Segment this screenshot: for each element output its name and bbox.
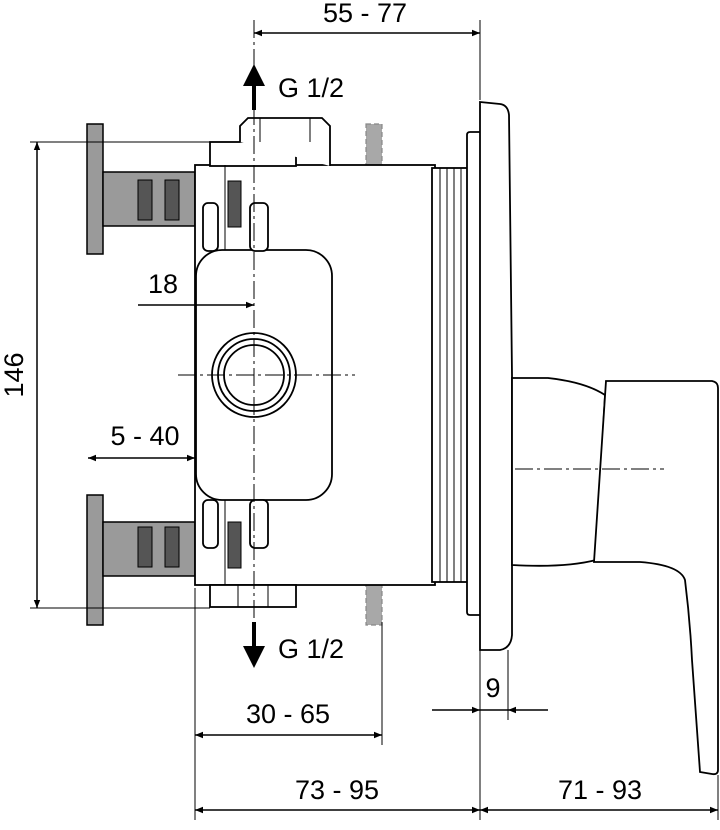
dim-depth-30-65-label: 30 - 65: [246, 699, 330, 729]
dimension-lines: [33, 29, 718, 814]
valve-body: [194, 101, 719, 776]
extension-lines: [30, 20, 719, 820]
outlet-thread-label: G 1/2: [278, 634, 344, 664]
left-top-pipe: [86, 123, 196, 255]
dim-plate-label: 9: [485, 673, 500, 703]
inlet-arrow-icon: [243, 64, 265, 110]
dim-pipe-range-label: 5 - 40: [110, 421, 179, 451]
inlet-thread-label: G 1/2: [278, 73, 344, 103]
dim-offset-label: 18: [148, 269, 178, 299]
left-bottom-pipe: [86, 494, 196, 626]
center-lines: [178, 20, 664, 620]
dim-top-width-label: 55 - 77: [323, 0, 407, 28]
outlet-arrow-icon: [243, 622, 265, 668]
dim-handle-label: 71 - 93: [558, 775, 642, 805]
dim-height-label: 146: [0, 352, 29, 397]
dim-depth-73-95-label: 73 - 95: [295, 775, 379, 805]
